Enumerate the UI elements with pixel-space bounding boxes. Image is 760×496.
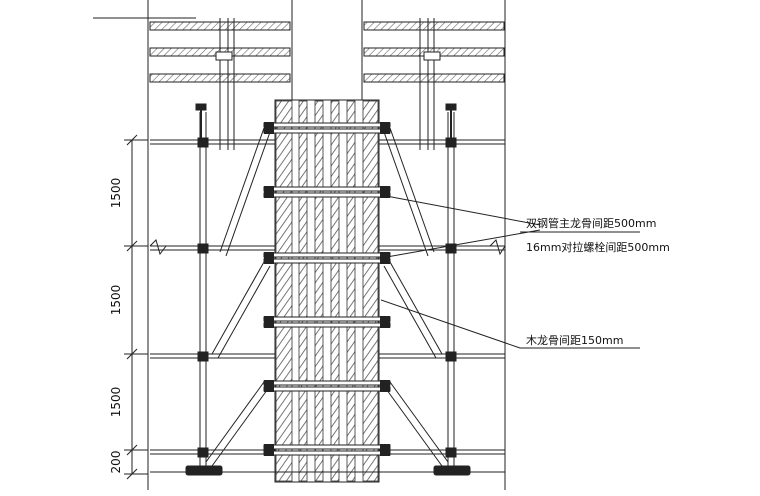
- main-beam-upper-4: [263, 380, 391, 386]
- timber-joist-1: [298, 100, 308, 482]
- main-beam-upper-3: [263, 316, 391, 322]
- timber-joist-0: [275, 100, 293, 482]
- main-beam-upper-1: [263, 186, 391, 192]
- main-beam-lower-2: [263, 258, 391, 264]
- scaffold-frame: [149, 112, 506, 466]
- main-beam-upper-0: [263, 122, 391, 128]
- main-beam-upper-5: [263, 444, 391, 450]
- main-beam-lower-4: [263, 386, 391, 392]
- timber-joist-4: [346, 100, 356, 482]
- dimension-label-4: 200: [109, 451, 123, 474]
- main-beam-lower-0: [263, 128, 391, 134]
- annotation-tie-bolt: 16mm对拉螺栓间距500mm: [526, 240, 670, 254]
- timber-joist-2: [314, 100, 324, 482]
- main-beams: [263, 122, 391, 456]
- tie-bolt-right-0: [380, 122, 390, 134]
- main-beam-lower-1: [263, 192, 391, 198]
- dimension-label-3: 1500: [109, 387, 123, 418]
- main-beam-lower-3: [263, 322, 391, 328]
- annotation-main-beam: 双钢管主龙骨间距500mm: [526, 216, 656, 230]
- dimension-label-1: 1500: [109, 178, 123, 209]
- dimension-label-2: 1500: [109, 285, 123, 316]
- tie-bolt-left-0: [264, 122, 274, 134]
- break-mark-right: [489, 239, 506, 256]
- column-formwork: [274, 99, 380, 483]
- tie-bolt-left-4: [264, 380, 274, 392]
- tie-bolt-right-2: [380, 252, 390, 264]
- tie-bolt-right-3: [380, 316, 390, 328]
- coupler-1-0: [197, 243, 209, 254]
- tie-bolt-left-1: [264, 186, 274, 198]
- diagonal-braces: [205, 127, 449, 467]
- coupler-3-0: [197, 447, 209, 458]
- tie-bolt-right-5: [380, 444, 390, 456]
- coupler-2-0: [197, 351, 209, 362]
- timber-joist-3: [330, 100, 340, 482]
- break-mark-left: [149, 239, 167, 256]
- coupler-0-0: [197, 137, 209, 148]
- upper-posts: [215, 18, 441, 150]
- main-beam-upper-2: [263, 252, 391, 258]
- slab-bands: [149, 21, 505, 83]
- tie-bolt-left-3: [264, 316, 274, 328]
- main-beam-lower-5: [263, 450, 391, 456]
- coupler-2-1: [445, 351, 457, 362]
- base-plates: [150, 465, 505, 476]
- tie-bolt-left-2: [264, 252, 274, 264]
- dimension-labels: 1500 1500 1500 200: [109, 178, 123, 474]
- dimension-chain: [124, 134, 148, 480]
- annotation-timber-joist: 木龙骨间距150mm: [526, 334, 623, 347]
- tie-bolt-right-4: [380, 380, 390, 392]
- coupler-1-1: [445, 243, 457, 254]
- coupler-3-1: [445, 447, 457, 458]
- leader-lines: [380, 194, 640, 349]
- tie-bolt-left-5: [264, 444, 274, 456]
- timber-joist-5: [362, 100, 379, 482]
- tie-bolt-right-1: [380, 186, 390, 198]
- top-jacks: [195, 103, 457, 140]
